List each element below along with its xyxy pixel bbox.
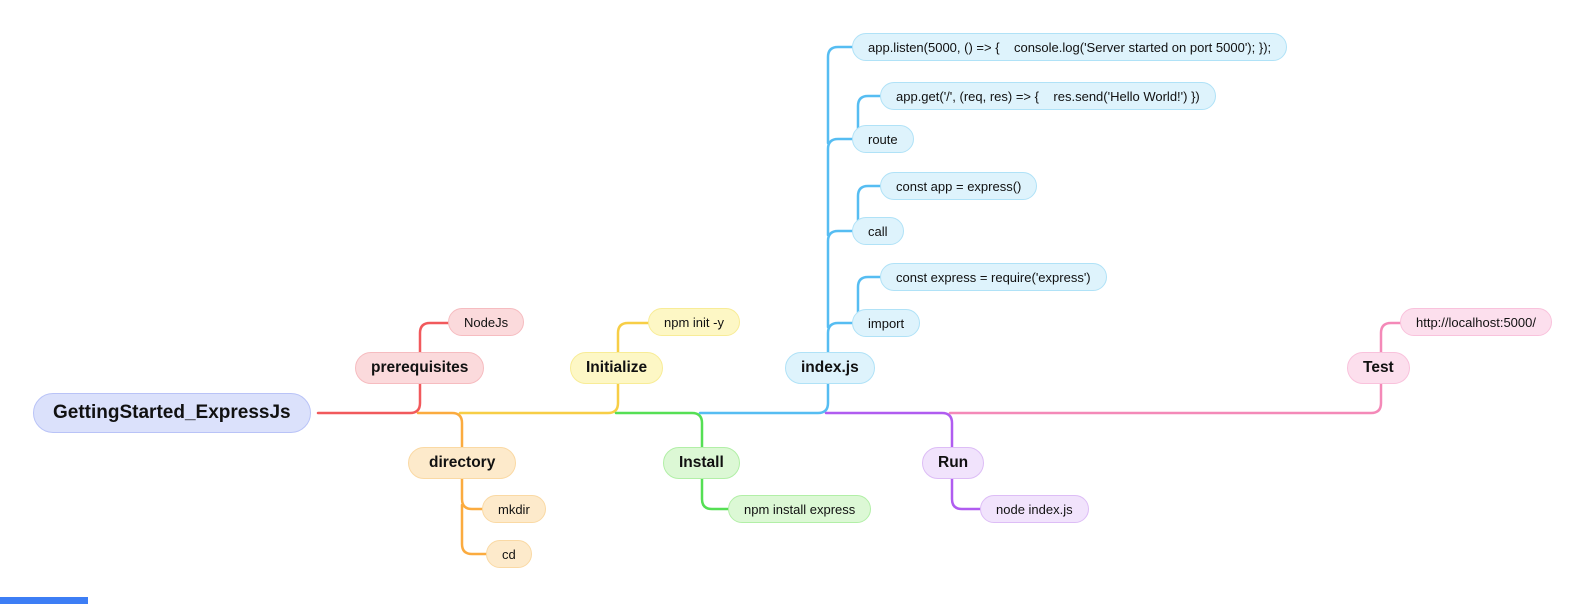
node-root[interactable]: GettingStarted_ExpressJs xyxy=(33,393,311,433)
node-test[interactable]: Test xyxy=(1347,352,1410,384)
connector-test xyxy=(948,321,1402,415)
node-import[interactable]: import xyxy=(852,309,921,337)
node-mkdir[interactable]: mkdir xyxy=(482,495,546,523)
node-prerequisites[interactable]: prerequisites xyxy=(355,352,485,384)
node-npm-init[interactable]: npm init -y xyxy=(648,308,740,336)
node-const-express[interactable]: const express = require('express') xyxy=(880,263,1107,291)
node-initialize[interactable]: Initialize xyxy=(570,352,664,384)
connector-indexjs-call xyxy=(826,229,854,329)
connector-call-child xyxy=(856,184,882,228)
node-route[interactable]: route xyxy=(852,125,914,153)
node-indexjs[interactable]: index.js xyxy=(785,352,875,384)
node-nodejs[interactable]: NodeJs xyxy=(448,308,525,336)
node-npm-install-express[interactable]: npm install express xyxy=(728,495,872,523)
node-app-listen[interactable]: app.listen(5000, () => { console.log('Se… xyxy=(852,33,1288,61)
connector-indexjs-route xyxy=(826,137,854,237)
horizontal-scrollbar-thumb[interactable] xyxy=(0,597,88,604)
node-directory[interactable]: directory xyxy=(408,447,517,479)
node-call[interactable]: call xyxy=(852,217,904,245)
node-const-app[interactable]: const app = express() xyxy=(880,172,1038,200)
node-install[interactable]: Install xyxy=(663,447,740,479)
node-app-get[interactable]: app.get('/', (req, res) => { res.send('H… xyxy=(880,82,1216,110)
node-localhost-url[interactable]: http://localhost:5000/ xyxy=(1400,308,1552,336)
connector-route-child xyxy=(856,94,882,136)
connector-import-child xyxy=(856,275,882,320)
node-run[interactable]: Run xyxy=(922,447,985,479)
connector-indexjs-applisten xyxy=(826,45,854,145)
connector-directory-cd xyxy=(460,503,488,556)
node-node-indexjs[interactable]: node index.js xyxy=(980,495,1089,523)
node-cd[interactable]: cd xyxy=(486,540,532,568)
